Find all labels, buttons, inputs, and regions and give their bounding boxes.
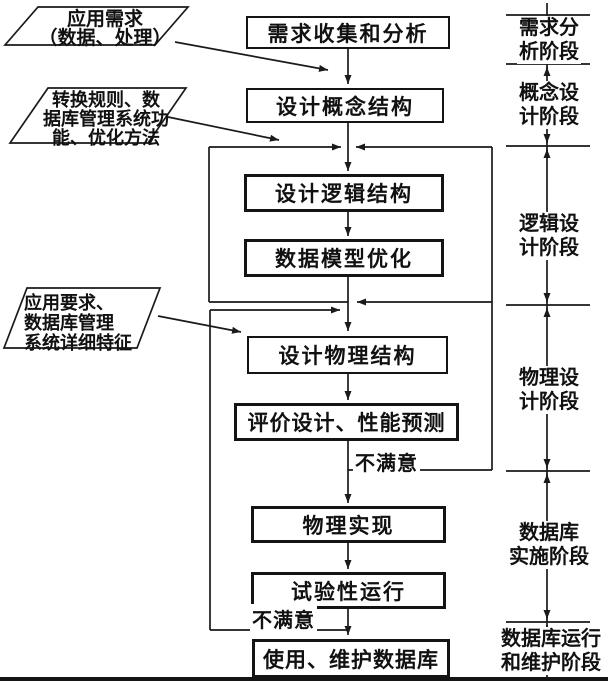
- input-line: 转换规则、数: [52, 90, 160, 110]
- input-shapes: [2, 6, 190, 349]
- input-text-app-requirements: 应用需求 （数据、处理）: [30, 10, 180, 48]
- input-text-conversion-rules: 转换规则、数 据库管理系统功 能、优化方法: [36, 91, 176, 148]
- input-arrows: [157, 41, 329, 334]
- input-line: 系统详细特征: [24, 333, 132, 353]
- parallelogram-conversion-rules: [8, 87, 188, 144]
- feedback-loop-logical: [208, 143, 492, 306]
- flow-box-evaluation-prediction: 评价设计、性能预测: [234, 403, 459, 441]
- input-line: （数据、处理）: [38, 28, 172, 49]
- flow-box-logical-design: 设计逻辑结构: [244, 174, 444, 212]
- parallelogram-dbms-detail-features: [2, 287, 162, 349]
- input-line: 应用需求: [66, 9, 143, 30]
- input-line: 据库管理系统功: [43, 109, 169, 129]
- input-text-dbms-detail-features: 应用要求、 数据库管理 系统详细特征: [24, 293, 148, 353]
- bottom-page-rule: [0, 677, 608, 681]
- input-line: 数据库管理: [24, 313, 114, 333]
- flow-box-requirements-analysis: 需求收集和分析: [246, 16, 450, 49]
- parallelogram-app-requirements: [3, 6, 190, 46]
- flow-box-physical-implementation: 物理实现: [251, 506, 446, 543]
- phase-label-logical: 逻辑设 计阶段: [517, 212, 581, 260]
- feedback-label-evaluation: 不满意: [353, 447, 420, 476]
- phase-label-physical: 物理设 计阶段: [517, 366, 581, 414]
- flow-box-conceptual-design: 设计概念结构: [246, 88, 444, 123]
- phase-label-requirements: 需求分 析阶段: [517, 16, 581, 64]
- phase-label-implementation: 数据库 实施阶段: [507, 521, 591, 569]
- input-line: 应用要求、: [24, 293, 114, 313]
- flow-box-use-maintain: 使用、维护数据库: [252, 639, 450, 678]
- phase-label-operation: 数据库运行 和维护阶段: [499, 627, 603, 675]
- phase-label-conceptual: 概念设 计阶段: [517, 81, 581, 129]
- feedback-label-trial-run: 不满意: [250, 604, 317, 633]
- input-line: 能、优化方法: [52, 128, 160, 148]
- flow-box-model-optimization: 数据模型优化: [244, 239, 444, 277]
- flow-box-trial-run: 试验性运行: [251, 572, 446, 609]
- flow-box-physical-design: 设计物理结构: [247, 336, 448, 374]
